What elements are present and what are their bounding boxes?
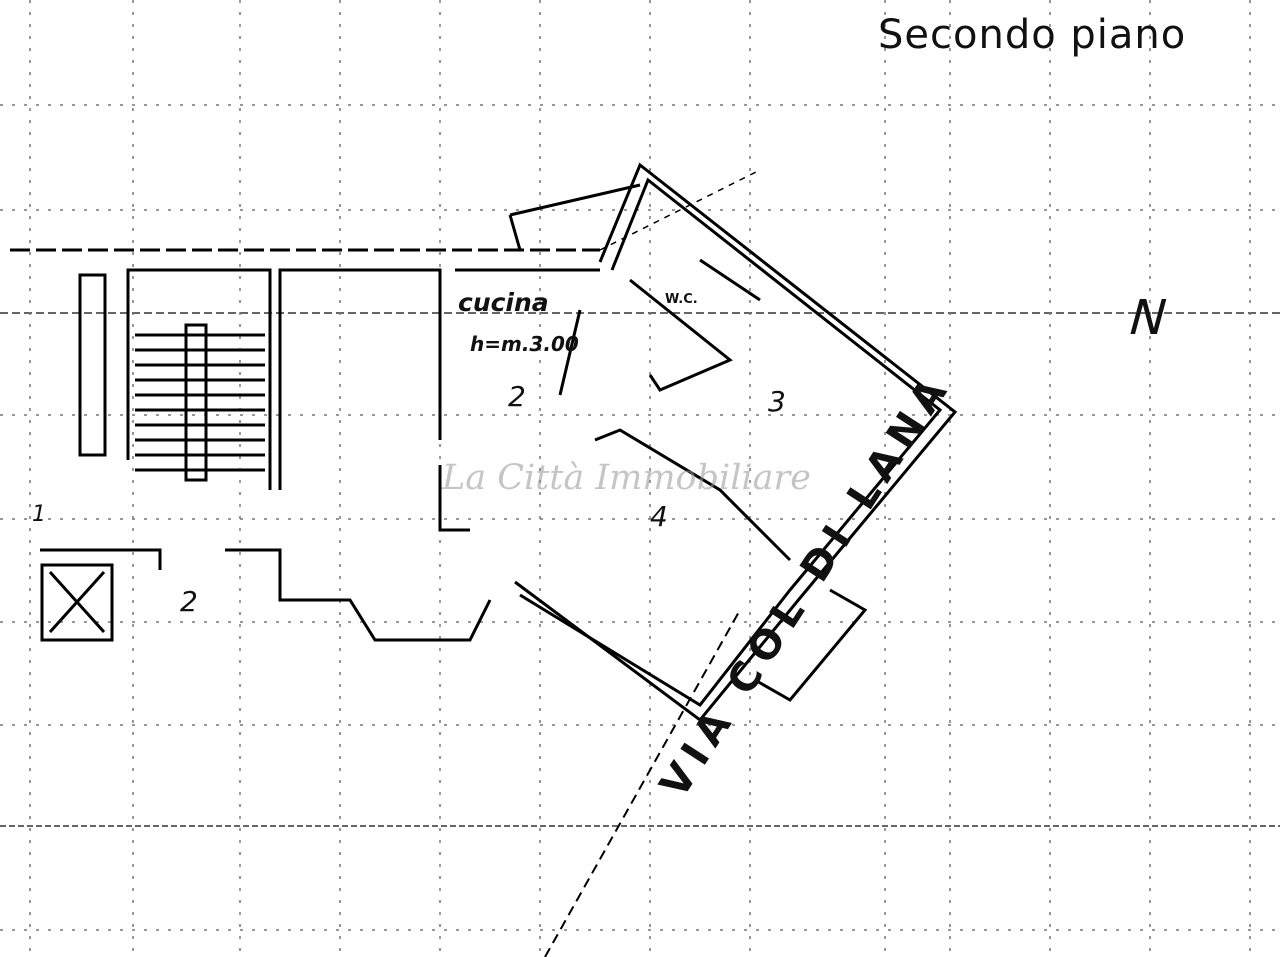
- dashed-extension: [599, 169, 761, 251]
- room-number: 2: [180, 585, 198, 618]
- walls: [10, 162, 958, 723]
- floor-title: Secondo piano: [878, 12, 1187, 58]
- watermark: La Città Immobiliare: [442, 458, 811, 498]
- room-number: 2: [508, 380, 526, 413]
- wc-label: W.C.: [665, 292, 698, 307]
- kitchen-label: cucina: [458, 288, 549, 317]
- room-number: 4: [650, 500, 668, 533]
- property-boundary: [544, 609, 741, 957]
- ceiling-height-label: h=m.3.00: [470, 332, 579, 356]
- room-number: 3: [768, 385, 786, 418]
- room-number: 1: [32, 502, 46, 527]
- staircase: [135, 333, 265, 472]
